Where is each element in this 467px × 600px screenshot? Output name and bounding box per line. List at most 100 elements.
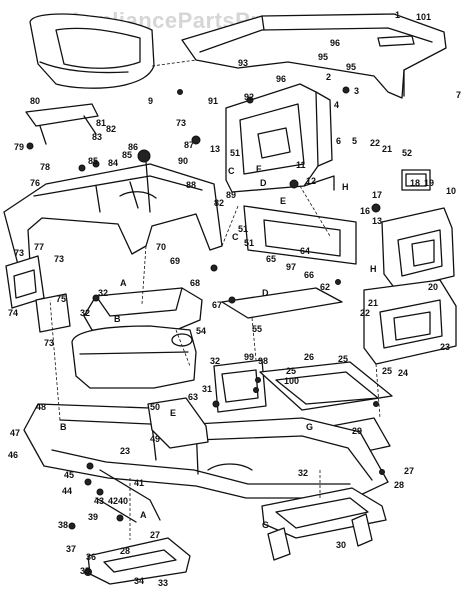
callout-7: 7 xyxy=(456,90,461,100)
callout-11: 11 xyxy=(296,160,306,170)
callout-87: 87 xyxy=(184,140,194,150)
callout-F: F xyxy=(256,164,262,174)
callout-77: 77 xyxy=(34,242,44,252)
callout-D2: D xyxy=(262,288,269,298)
headlight-housing xyxy=(381,169,455,291)
callout-62: 62 xyxy=(320,282,330,292)
callout-68: 68 xyxy=(190,278,200,288)
callout-63: 63 xyxy=(188,392,198,402)
battery-bracket xyxy=(83,287,203,331)
callout-labels: 1 101 96 93 95 95 96 2 3 7 80 9 91 92 4 … xyxy=(8,10,461,588)
seat-bracket xyxy=(25,103,99,145)
callout-3: 3 xyxy=(354,86,359,96)
callout-22: 22 xyxy=(370,138,380,148)
callout-9: 9 xyxy=(148,96,153,106)
callout-51: 51 xyxy=(230,148,240,158)
callout-18: 18 xyxy=(410,178,420,188)
callout-96b: 96 xyxy=(276,74,286,84)
callout-98: 98 xyxy=(258,356,268,366)
callout-50: 50 xyxy=(150,402,160,412)
callout-48: 48 xyxy=(36,402,46,412)
callout-86: 86 xyxy=(128,142,138,152)
callout-20: 20 xyxy=(428,282,438,292)
callout-21b: 21 xyxy=(368,298,378,308)
callout-44: 44 xyxy=(62,486,72,496)
callout-65: 65 xyxy=(266,254,276,264)
callout-32c: 32 xyxy=(210,356,220,366)
callout-C2: C xyxy=(232,232,239,242)
callout-67: 67 xyxy=(212,300,222,310)
axle-bracket xyxy=(147,397,209,449)
callout-37: 37 xyxy=(66,544,76,554)
callout-10: 10 xyxy=(446,186,456,196)
callout-49: 49 xyxy=(150,434,160,444)
callout-30: 30 xyxy=(336,540,346,550)
callout-34: 34 xyxy=(134,576,144,586)
fuel-tank xyxy=(71,325,197,389)
callout-70: 70 xyxy=(156,242,166,252)
callout-84: 84 xyxy=(108,158,118,168)
callout-4: 4 xyxy=(334,100,339,110)
callout-C: C xyxy=(228,166,235,176)
callout-64: 64 xyxy=(300,246,310,256)
callout-79: 79 xyxy=(14,142,24,152)
callout-A: A xyxy=(120,278,127,288)
callout-32d: 32 xyxy=(298,468,308,478)
callout-G2: G xyxy=(262,520,269,530)
callout-13b: 13 xyxy=(372,216,382,226)
callout-95b: 95 xyxy=(346,62,356,72)
shift-lever xyxy=(137,149,151,213)
callout-82b: 82 xyxy=(214,198,224,208)
callout-75: 75 xyxy=(56,294,66,304)
callout-32: 32 xyxy=(98,288,108,298)
callout-45: 45 xyxy=(64,470,74,480)
callout-82: 82 xyxy=(106,124,116,134)
fender xyxy=(3,163,223,273)
callout-6: 6 xyxy=(336,136,341,146)
callout-39: 39 xyxy=(88,512,98,522)
callout-51c: 51 xyxy=(244,238,254,248)
hood-panel xyxy=(181,13,447,99)
callout-5: 5 xyxy=(352,136,357,146)
callout-27b: 27 xyxy=(150,530,160,540)
floor-plate xyxy=(221,287,343,319)
callout-25: 25 xyxy=(338,354,348,364)
seat xyxy=(29,13,155,89)
callout-47: 47 xyxy=(10,428,20,438)
callout-76: 76 xyxy=(30,178,40,188)
callout-33: 33 xyxy=(158,578,168,588)
callout-H: H xyxy=(342,182,349,192)
callout-93: 93 xyxy=(238,58,248,68)
callout-27: 27 xyxy=(404,466,414,476)
chassis-frame xyxy=(23,403,389,499)
callout-85b: 85 xyxy=(122,150,132,160)
callout-78: 78 xyxy=(40,162,50,172)
callout-91: 91 xyxy=(208,96,218,106)
callout-83: 83 xyxy=(92,132,102,142)
callout-81: 81 xyxy=(96,118,106,128)
callout-73d: 73 xyxy=(44,338,54,348)
callout-22b: 22 xyxy=(360,308,370,318)
callout-85: 85 xyxy=(88,156,98,166)
callout-E2: E xyxy=(170,408,176,418)
callout-54: 54 xyxy=(196,326,206,336)
callout-88: 88 xyxy=(186,180,196,190)
callout-2: 2 xyxy=(326,72,331,82)
callout-36: 36 xyxy=(86,552,96,562)
callout-100: 100 xyxy=(284,376,299,386)
callout-16: 16 xyxy=(360,206,370,216)
assembly-lines xyxy=(49,59,381,540)
callout-101: 101 xyxy=(416,12,431,22)
callout-46: 46 xyxy=(8,450,18,460)
callout-25c: 25 xyxy=(382,366,392,376)
callout-99: 99 xyxy=(244,352,254,362)
callout-B2: B xyxy=(60,422,67,432)
callout-23: 23 xyxy=(440,342,450,352)
callout-73b: 73 xyxy=(14,248,24,258)
callout-1: 1 xyxy=(395,10,400,20)
callout-40: 40 xyxy=(118,496,128,506)
callout-23b: 23 xyxy=(120,446,130,456)
front-axle xyxy=(261,487,387,561)
